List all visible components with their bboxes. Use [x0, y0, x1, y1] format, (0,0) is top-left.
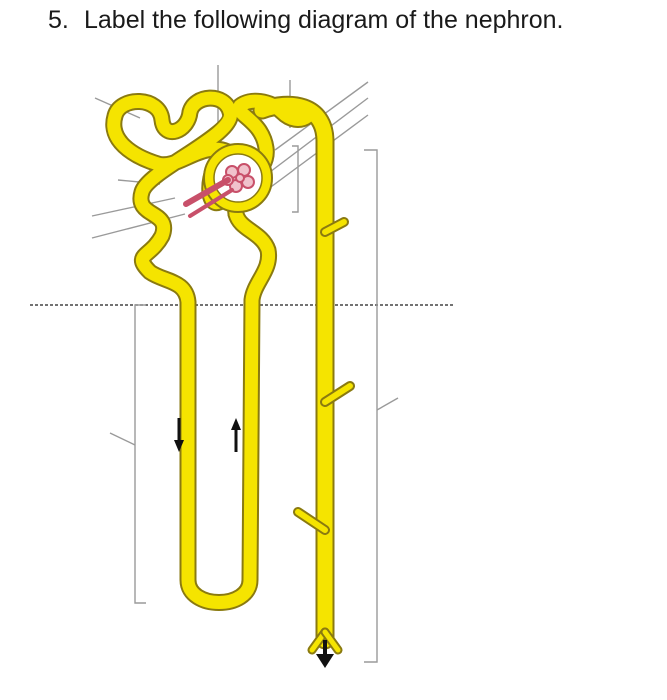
renal-corpuscle — [183, 143, 273, 218]
afferent-arteriole — [183, 177, 231, 207]
bracket-collecting-duct — [364, 149, 378, 663]
efferent-arteriole — [188, 188, 234, 218]
arrow-up-icon — [231, 418, 241, 452]
question-text: Label the following diagram of the nephr… — [84, 6, 564, 34]
arrow-down-outflow-icon — [316, 640, 334, 668]
leader-line-8 — [261, 97, 369, 179]
nephron-tubules — [105, 89, 355, 655]
duct-end-right-fill — [322, 629, 341, 653]
duct-branch-2-fill — [322, 383, 353, 405]
glomerulus — [222, 163, 255, 193]
tubule-fill — [107, 91, 276, 609]
leader-line-loop-of-henle — [109, 432, 136, 446]
duct-branch-3-fill — [295, 509, 328, 533]
leader-line-4 — [91, 197, 176, 217]
question-prompt: 5. Label the following diagram of the nep… — [48, 6, 564, 35]
duct-branch-1-fill — [322, 219, 347, 235]
leader-line-9 — [255, 114, 369, 199]
leader-line-collecting-duct — [376, 397, 399, 411]
question-number: 5. — [48, 6, 69, 34]
bracket-juxtaglomerular — [292, 145, 299, 213]
bracket-loop-of-henle — [134, 304, 146, 604]
flow-arrows — [174, 418, 334, 668]
arrow-down-icon — [174, 418, 184, 452]
collecting-duct-fill — [254, 97, 333, 648]
